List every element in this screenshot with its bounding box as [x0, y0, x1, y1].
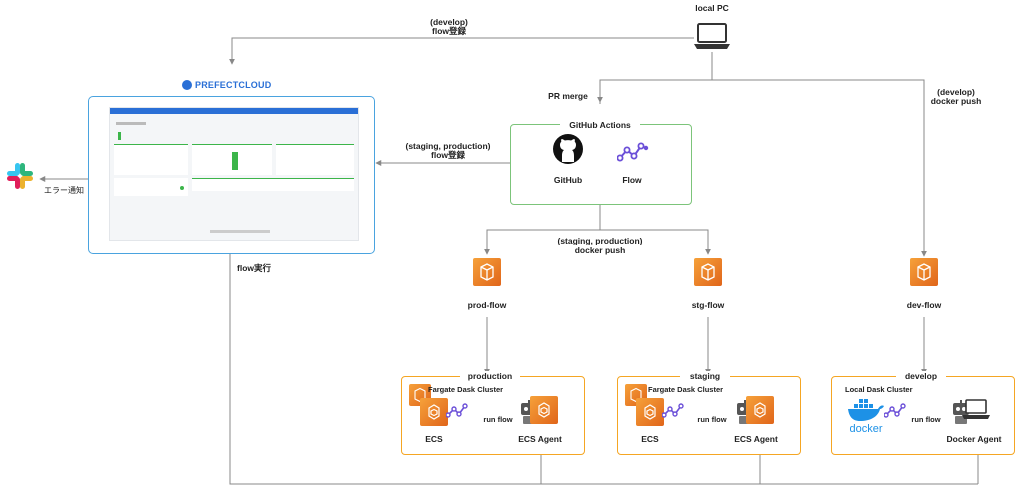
ecs-icon	[530, 396, 558, 424]
ecr-icon	[473, 258, 501, 286]
develop-flow-register-label-2: flow登録	[432, 26, 466, 36]
github-actions-box	[510, 124, 692, 205]
flow-icon	[661, 402, 686, 420]
flow-label: Flow	[622, 175, 642, 185]
flow-icon	[445, 402, 470, 420]
staging-prod-push-label-2: docker push	[550, 245, 650, 255]
run-flow-label-staging: run flow	[697, 415, 727, 424]
connector-flow-run	[229, 254, 978, 485]
ecs-icon	[636, 398, 664, 426]
prod-flow-label: prod-flow	[467, 300, 507, 310]
flow-icon	[616, 140, 649, 164]
env-develop-cluster: Local Dask Cluster	[845, 385, 913, 394]
slack-icon	[6, 162, 34, 190]
staging-prod-push-label-1: (staging, production)	[550, 236, 650, 246]
dev-flow-label: dev-flow	[906, 300, 942, 310]
flow-run-label: flow実行	[237, 263, 271, 273]
slack-error-label: エラー通知	[44, 186, 84, 195]
agent-label-production: ECS Agent	[518, 434, 562, 444]
stg-flow-label: stg-flow	[691, 300, 725, 310]
prefect-cloud-logo: PREFECTCLOUD	[182, 79, 282, 91]
ecs-label-staging: ECS	[641, 434, 659, 444]
env-staging-title: staging	[680, 371, 730, 381]
ecs-label-production: ECS	[425, 434, 443, 444]
ecr-icon	[694, 258, 722, 286]
github-label: GitHub	[553, 175, 583, 185]
ecr-icon	[910, 258, 938, 286]
flow-icon	[883, 402, 908, 420]
github-icon	[553, 134, 583, 164]
pr-merge-label: PR merge	[548, 91, 588, 101]
staging-prod-register-label-2: flow登録	[431, 150, 465, 160]
prefect-logo-icon	[182, 80, 192, 90]
prefect-dashboard-screenshot	[109, 107, 359, 241]
connector-docker-push	[484, 204, 601, 255]
prefect-cloud-window	[88, 96, 375, 254]
run-flow-label-develop: run flow	[911, 415, 941, 424]
ecs-icon	[746, 396, 774, 424]
run-flow-label-production: run flow	[483, 415, 513, 424]
develop-flow-register-label-1: (develop)	[430, 17, 468, 27]
github-actions-title: GitHub Actions	[560, 120, 640, 130]
env-production-title: production	[460, 371, 520, 381]
docker-icon	[846, 397, 886, 423]
staging-prod-register-label-1: (staging, production)	[405, 141, 491, 151]
env-production-cluster: Fargate Dask Cluster	[428, 385, 504, 394]
develop-push-label-2: docker push	[930, 96, 982, 106]
env-staging-cluster: Fargate Dask Cluster	[648, 385, 724, 394]
connector-develop-flow-register	[229, 37, 694, 65]
docker-label: docker	[849, 423, 883, 435]
laptop-icon	[694, 18, 730, 52]
agent-label-develop: Docker Agent	[946, 434, 1002, 444]
agent-label-staging: ECS Agent	[734, 434, 778, 444]
ecs-icon	[420, 398, 448, 426]
env-develop-title: develop	[896, 371, 946, 381]
laptop-icon	[962, 397, 990, 421]
local-pc-label: local PC	[695, 3, 729, 13]
develop-push-label-1: (develop)	[937, 87, 975, 97]
